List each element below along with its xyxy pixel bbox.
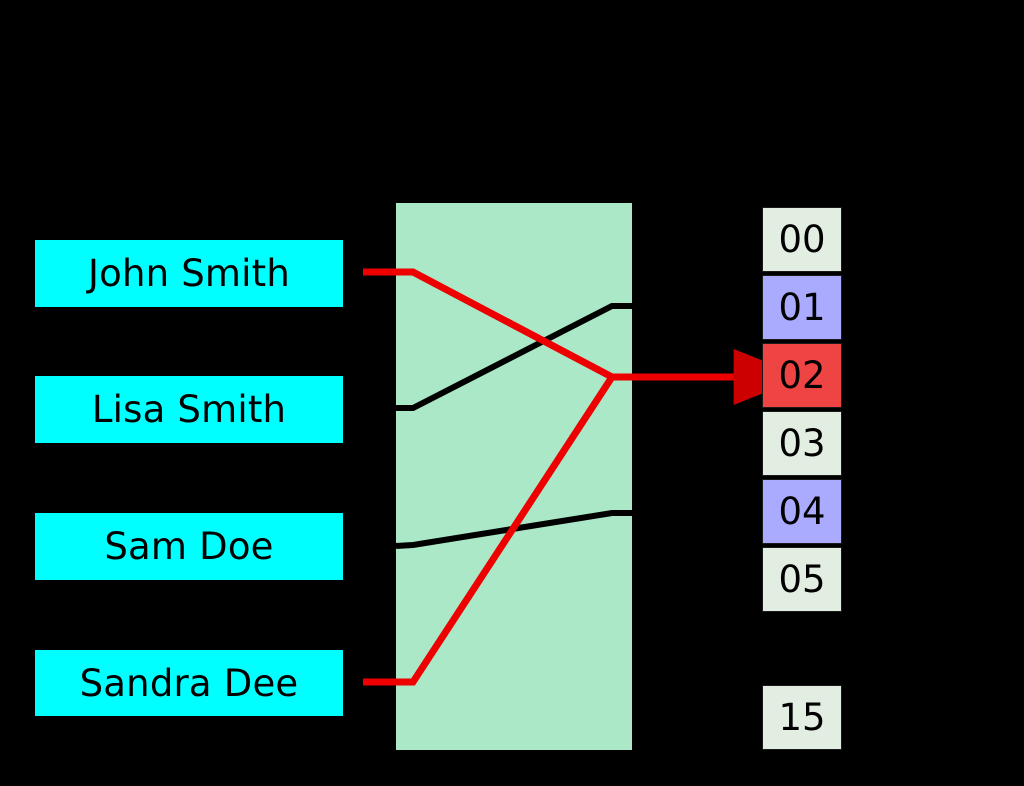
bucket-index: 02	[778, 354, 826, 397]
key-label: John Smith	[88, 252, 290, 295]
bucket-cell-05[interactable]: 05	[762, 547, 842, 612]
bucket-index: 05	[778, 558, 826, 601]
key-label: Sam Doe	[104, 525, 274, 568]
bucket-index: 15	[778, 696, 826, 739]
bucket-index: 00	[778, 218, 826, 261]
bucket-cell-15[interactable]: 15	[762, 685, 842, 750]
bucket-index: 03	[778, 422, 826, 465]
bucket-index: 01	[778, 286, 826, 329]
bucket-cell-02[interactable]: 02	[762, 343, 842, 408]
key-box-lisa-smith[interactable]: Lisa Smith	[35, 376, 343, 443]
bucket-cell-04[interactable]: 04	[762, 479, 842, 544]
key-box-john-smith[interactable]: John Smith	[35, 240, 343, 307]
key-label: Lisa Smith	[91, 388, 287, 431]
bucket-cell-01[interactable]: 01	[762, 275, 842, 340]
key-box-sandra-dee[interactable]: Sandra Dee	[35, 650, 343, 716]
hash-function-region	[396, 203, 632, 750]
bucket-cell-00[interactable]: 00	[762, 207, 842, 272]
key-label: Sandra Dee	[79, 661, 299, 705]
key-box-sam-doe[interactable]: Sam Doe	[35, 513, 343, 580]
bucket-cell-03[interactable]: 03	[762, 411, 842, 476]
bucket-index: 04	[778, 490, 826, 533]
